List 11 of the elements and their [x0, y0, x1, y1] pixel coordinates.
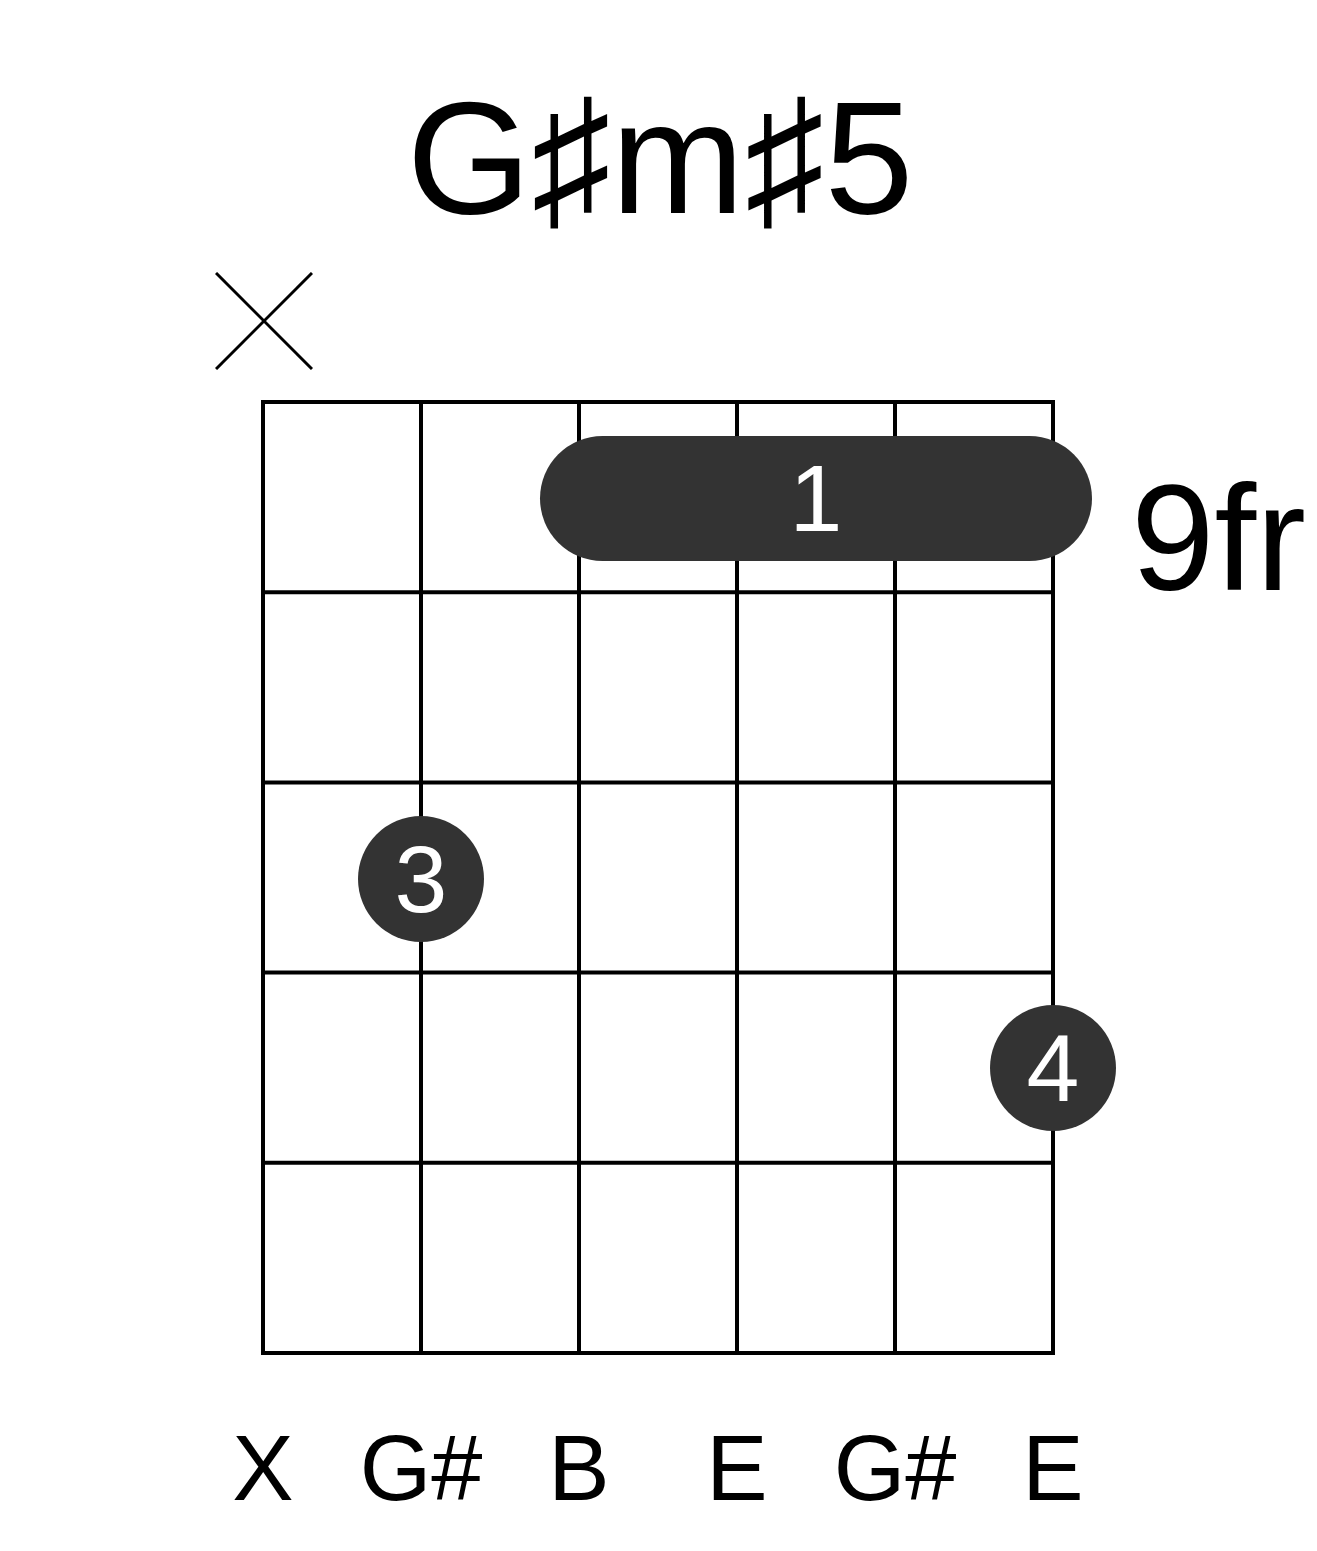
chord-title: G♯m♯5 — [406, 78, 914, 238]
fret-position-label: 9fr — [1131, 463, 1307, 613]
finger-barre: 1 — [540, 436, 1092, 561]
finger-dot: 4 — [990, 1005, 1116, 1131]
string-note-label: G# — [359, 1422, 483, 1514]
string-note-label: E — [1022, 1422, 1084, 1514]
finger-dot: 3 — [358, 816, 484, 942]
string-note-label: E — [706, 1422, 768, 1514]
string-note-label: B — [548, 1422, 610, 1514]
string-note-label: X — [232, 1422, 294, 1514]
string-note-label: G# — [833, 1422, 957, 1514]
